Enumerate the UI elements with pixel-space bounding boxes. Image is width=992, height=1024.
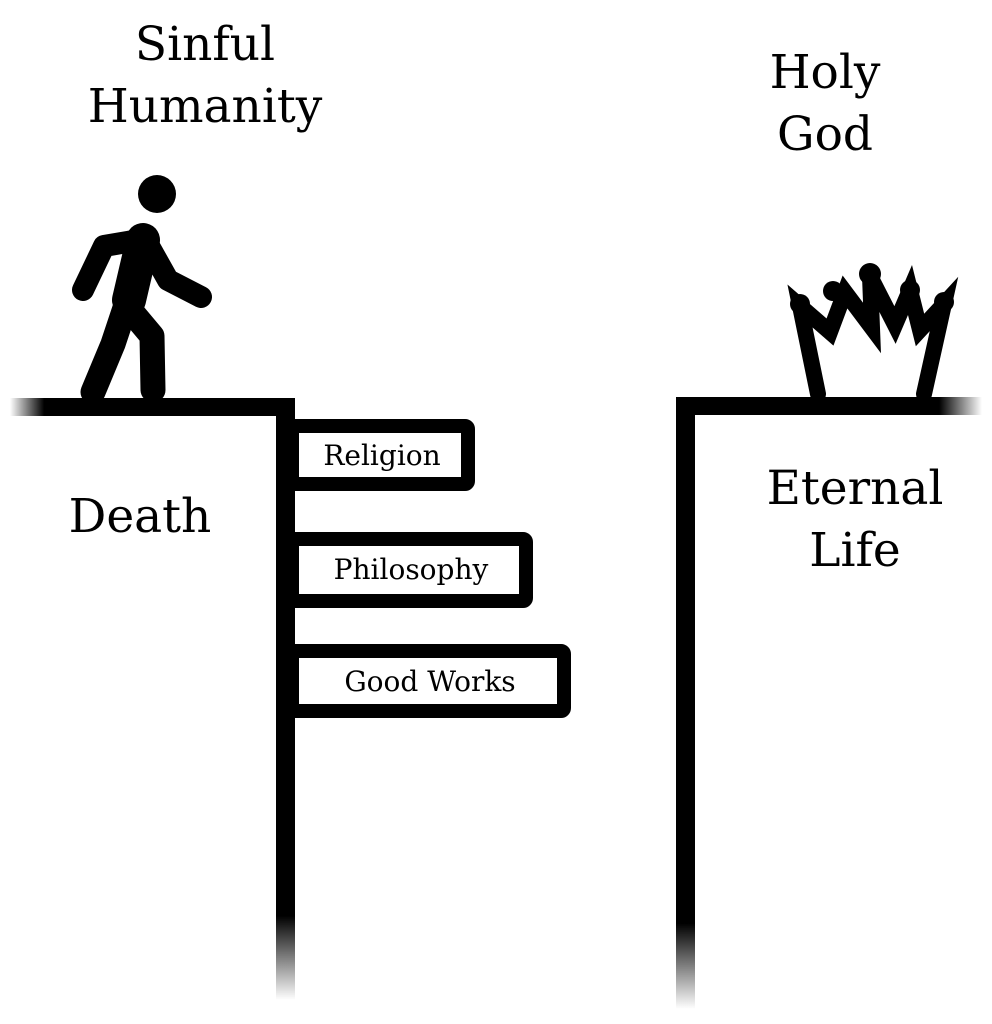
- walking-person-icon: [72, 175, 212, 405]
- right-cliff-wall: [676, 397, 695, 1009]
- label-line-2: Life: [809, 523, 901, 578]
- label-line-1: Holy: [769, 45, 881, 100]
- label-line-2: Humanity: [87, 79, 323, 134]
- step-box-good-works: [285, 644, 571, 718]
- label-line-2: God: [777, 107, 873, 162]
- crown-icon: [787, 263, 959, 402]
- right-cliff: [676, 397, 982, 1009]
- step-label-philosophy: Philosophy: [333, 553, 489, 586]
- step-label-religion: Religion: [323, 439, 441, 472]
- death-label: Death: [68, 489, 212, 544]
- step-label-good-works: Good Works: [344, 665, 516, 698]
- right-cliff-top: [676, 397, 982, 415]
- label-line-1: Eternal: [766, 461, 944, 516]
- step-box-religion: [285, 419, 475, 491]
- step-box-philosophy: [285, 532, 533, 608]
- label-line-1: Sinful: [134, 17, 276, 72]
- left-cliff-top: [10, 398, 295, 416]
